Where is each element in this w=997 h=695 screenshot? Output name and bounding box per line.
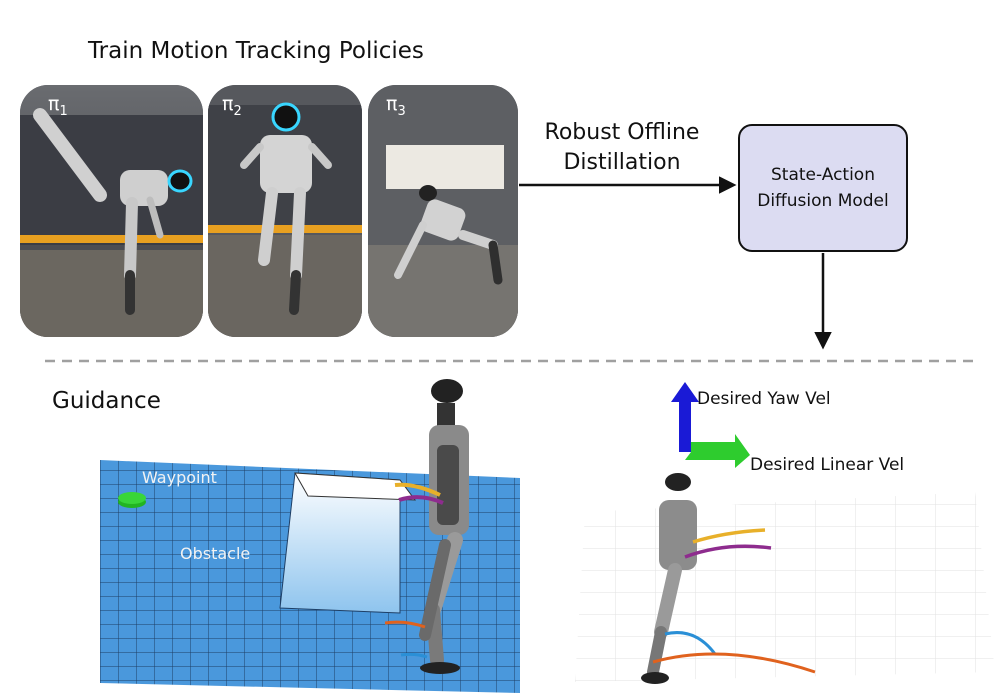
- robot-kick-image: [20, 85, 203, 337]
- policy-label-2: π2: [222, 93, 242, 119]
- velocity-scene: [575, 382, 995, 684]
- policy-label-1: π1: [48, 93, 68, 119]
- linear-velocity-arrow: [685, 434, 750, 468]
- walking-robot-left: [385, 379, 469, 674]
- policies-title: Train Motion Tracking Policies: [88, 38, 424, 64]
- yaw-velocity-arrow: [671, 382, 699, 452]
- linear-velocity-label: Desired Linear Vel: [750, 455, 905, 475]
- waypoint-label: Waypoint: [142, 468, 217, 487]
- distillation-label: Robust Offline Distillation: [544, 120, 700, 175]
- policy-panel-1: π1: [20, 85, 203, 337]
- obstacle-label: Obstacle: [180, 544, 251, 563]
- diffusion-model-box: State-Action Diffusion Model: [738, 124, 908, 252]
- robot-stand-image: [208, 85, 362, 337]
- policy-panel-3: π3: [368, 85, 518, 337]
- obstacle-scene: [100, 460, 520, 693]
- yaw-velocity-label: Desired Yaw Vel: [697, 389, 831, 409]
- robot-crawl-image: [368, 85, 518, 337]
- policy-panel-2: π2: [208, 85, 362, 337]
- policy-label-3: π3: [386, 93, 406, 119]
- guidance-title: Guidance: [52, 388, 161, 414]
